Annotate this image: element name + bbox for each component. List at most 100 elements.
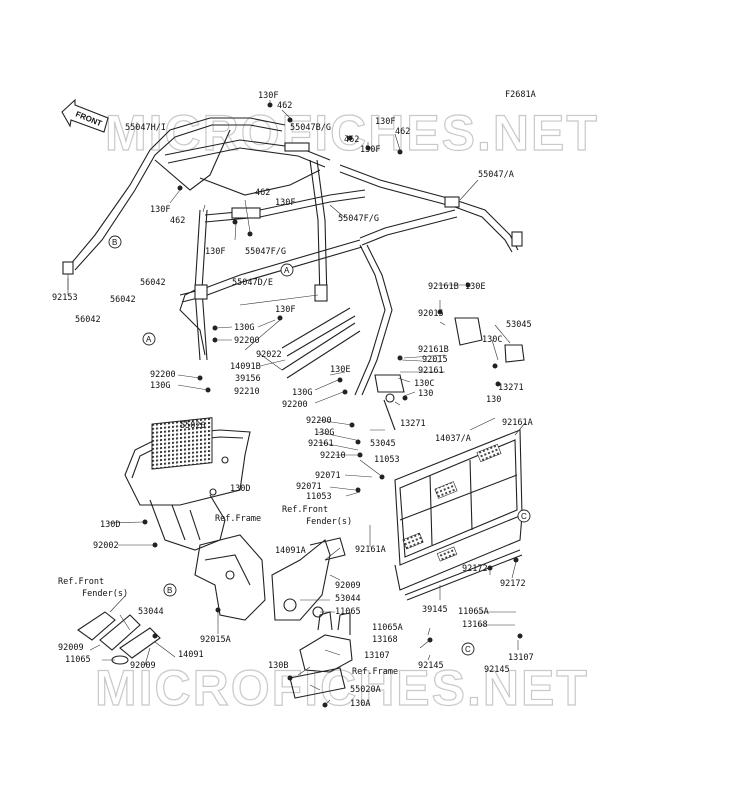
- label-92015-b: 92015: [422, 355, 448, 365]
- label-55020: 55020: [180, 421, 206, 431]
- label-53044-a: 53044: [335, 594, 361, 604]
- label-92200-a: 92200: [234, 336, 260, 346]
- bracket-3: [444, 196, 460, 208]
- label-130d-b: 130D: [100, 520, 120, 530]
- part-labels: 130F 462 55047H/I 55047B/G 130F 462 462 …: [52, 91, 534, 709]
- label-11053-b: 11053: [306, 492, 332, 502]
- label-55047bg: 55047B/G: [290, 123, 331, 133]
- label-92009-b: 92009: [58, 643, 84, 653]
- label-11065a-b: 11065A: [372, 623, 403, 633]
- label-92200-c: 92200: [282, 400, 308, 410]
- label-92172-b: 92172: [500, 579, 526, 589]
- label-92009-c: 92009: [130, 661, 156, 671]
- label-92071-b: 92071: [296, 482, 322, 492]
- figure-code: F2681A: [505, 90, 536, 100]
- label-92161-a: 92161: [418, 366, 444, 376]
- label-130b: 130B: [268, 661, 288, 671]
- fender-pieces-left: [77, 611, 161, 665]
- label-56042-c: 56042: [75, 315, 101, 325]
- front-mount-bracket: [194, 534, 266, 621]
- label-92210-b: 92210: [320, 451, 346, 461]
- ref-front-2: Ref.Front: [58, 577, 104, 587]
- label-14091b: 14091B: [230, 362, 261, 372]
- label-92153: 92153: [52, 293, 78, 303]
- label-11065-a: 11065: [335, 607, 361, 617]
- label-92161b-a: 92161B: [428, 282, 459, 292]
- label-92161-b: 92161: [308, 439, 334, 449]
- label-55047fg-b: 55047F/G: [245, 247, 286, 257]
- tubes: [281, 307, 361, 379]
- label-14091a: 14091A: [275, 546, 306, 556]
- label-53044-b: 53044: [138, 607, 164, 617]
- label-92210-a: 92210: [234, 387, 260, 397]
- label-462-d: 462: [170, 216, 185, 226]
- bracket-2: [284, 142, 310, 152]
- label-13168-b: 13168: [372, 635, 398, 645]
- label-130e-b: 130E: [330, 365, 350, 375]
- roll-cage: [69, 117, 523, 396]
- label-130f-b: 130F: [375, 117, 395, 127]
- watermark-bottom: MICROFICHES.NET: [95, 660, 589, 716]
- callout-c-1: C: [521, 512, 527, 521]
- label-55047de: 55047D/E: [232, 278, 273, 288]
- label-130g-b: 130G: [150, 381, 170, 391]
- ref-frame-1: Ref.Frame: [215, 514, 261, 524]
- label-39145: 39145: [422, 605, 448, 615]
- rear-screen-14037a: [394, 429, 523, 591]
- label-39156: 39156: [235, 374, 261, 384]
- label-130f-d: 130F: [150, 205, 170, 215]
- label-92022: 92022: [256, 350, 282, 360]
- label-11065-b: 11065: [65, 655, 91, 665]
- label-56042-a: 56042: [140, 278, 166, 288]
- label-55047fg-a: 55047F/G: [338, 214, 379, 224]
- ref-fender-2: Fender(s): [82, 589, 128, 599]
- circle-callouts: B A A C B C: [108, 235, 531, 656]
- bracket-6: [194, 284, 208, 300]
- label-130g-a: 130G: [234, 323, 254, 333]
- label-92200-d: 92200: [306, 416, 332, 426]
- callout-c-2: C: [465, 645, 471, 654]
- ref-fender-1: Fender(s): [306, 517, 352, 527]
- label-55020a: 55020A: [350, 685, 381, 695]
- label-92161a-a: 92161A: [502, 418, 533, 428]
- bracket-5: [314, 284, 328, 302]
- label-92015a: 92015A: [200, 635, 231, 645]
- label-14037a: 14037/A: [435, 434, 471, 444]
- label-14091: 14091: [178, 650, 204, 660]
- label-462: 462: [277, 101, 292, 111]
- label-13107-a: 13107: [364, 651, 390, 661]
- ref-front-1: Ref.Front: [282, 505, 328, 515]
- label-462-c: 462: [344, 135, 359, 145]
- label-92015-a: 92015: [418, 309, 444, 319]
- label-462-e: 462: [255, 188, 270, 198]
- label-92002: 92002: [93, 541, 119, 551]
- label-92145-b: 92145: [484, 665, 510, 675]
- bracket-4: [511, 231, 523, 247]
- label-55047a: 55047/A: [478, 170, 514, 180]
- label-130e-a: 130E: [465, 282, 485, 292]
- callout-b-2: B: [167, 586, 172, 595]
- ref-frame-2: Ref.Frame: [352, 667, 398, 677]
- label-130c-a: 130C: [482, 335, 502, 345]
- label-130-a: 130: [486, 395, 501, 405]
- label-130f-f: 130F: [205, 247, 225, 257]
- label-130-b: 130: [418, 389, 433, 399]
- label-130a: 130A: [350, 699, 370, 709]
- label-11053-a: 11053: [374, 455, 400, 465]
- label-92161b-b: 92161B: [418, 345, 449, 355]
- callout-a-1: A: [284, 266, 290, 275]
- clamp-assembly-right: [374, 317, 525, 431]
- label-130f: 130F: [258, 91, 278, 101]
- label-462-b: 462: [395, 127, 410, 137]
- label-13271-b: 13271: [400, 419, 426, 429]
- bar-39145: [404, 549, 523, 601]
- label-92172-a: 92172: [462, 564, 488, 574]
- callout-b-1: B: [112, 238, 117, 247]
- bracket-1: [231, 207, 261, 219]
- leader-lines: [67, 100, 526, 706]
- label-13168-a: 13168: [462, 620, 488, 630]
- front-guard-55020: [124, 417, 251, 551]
- callout-a-2: A: [146, 335, 152, 344]
- label-92161a-b: 92161A: [355, 545, 386, 555]
